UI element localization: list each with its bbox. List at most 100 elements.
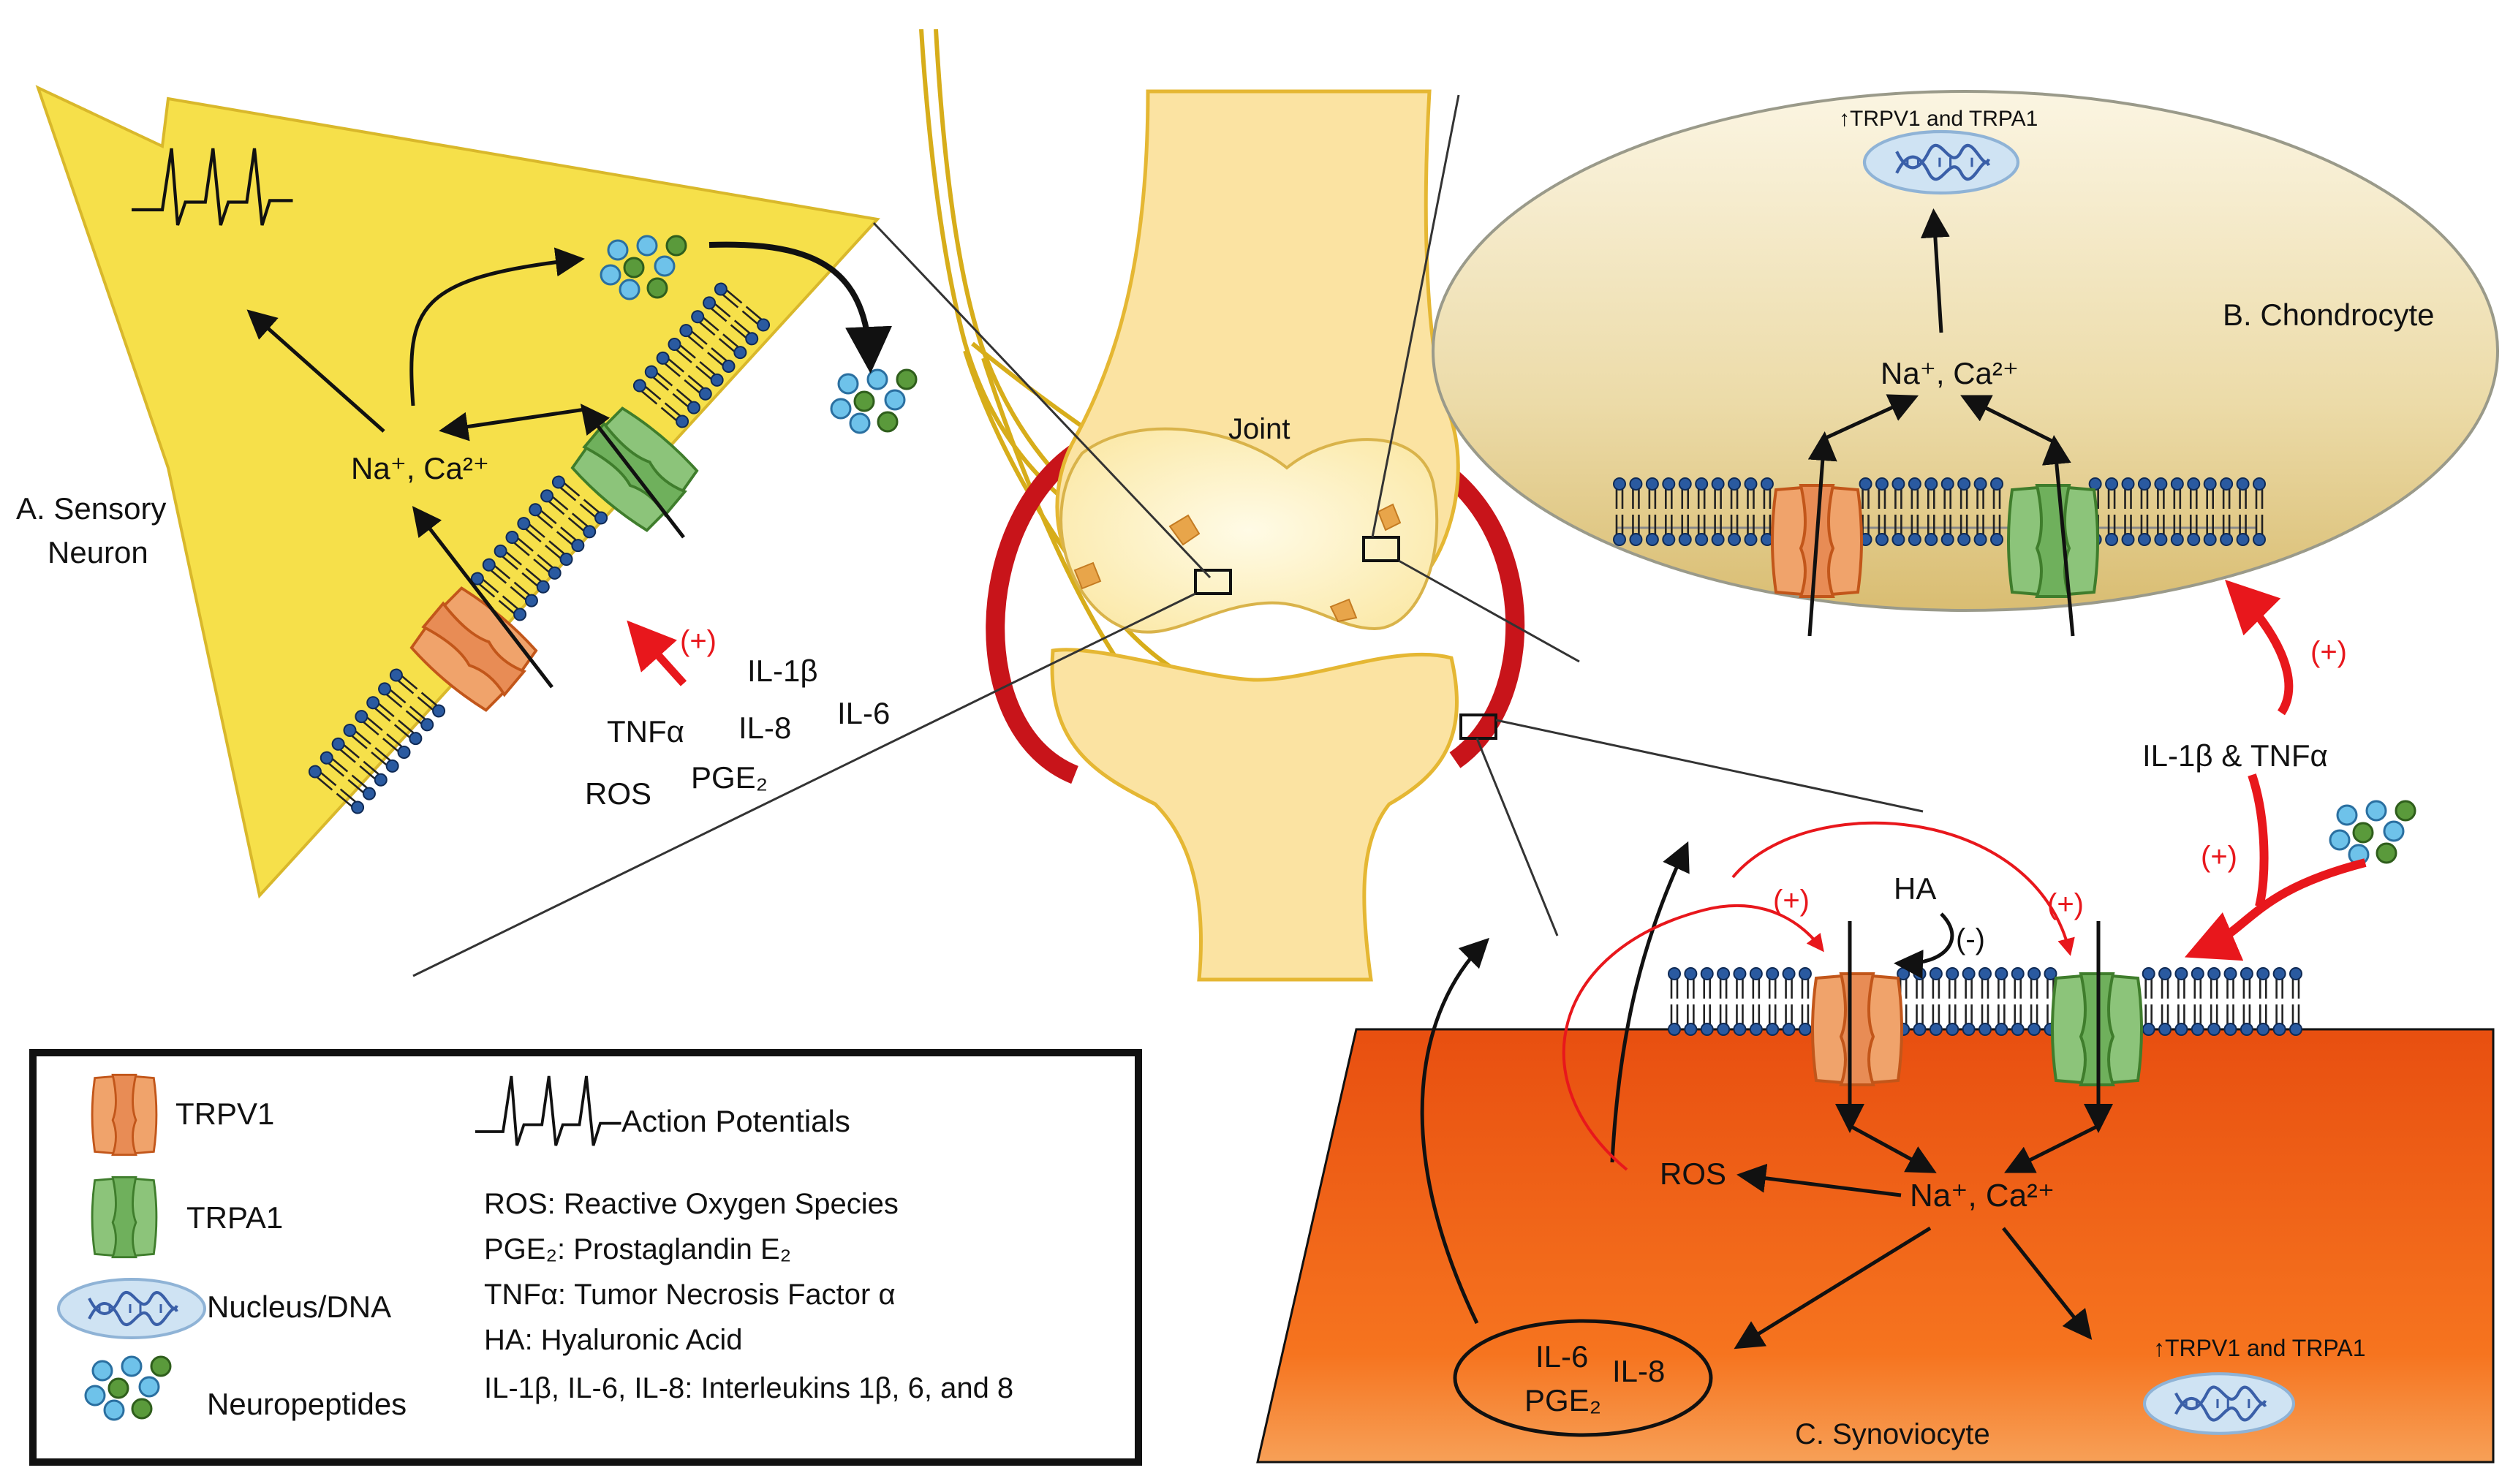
trpa1-channel-chondrocyte [2007, 484, 2099, 598]
trpv1-channel-synoviocyte [1811, 972, 1903, 1086]
arrow-ions-to-nucleus-synoviocyte [2002, 1227, 2093, 1340]
joint-label: Joint [1228, 413, 1290, 445]
legend-def-ros: ROS: Reactive Oxygen Species [484, 1188, 899, 1220]
arrow-mediators-release [1420, 937, 1490, 1325]
arrow-ros-release [1610, 841, 1690, 1163]
arrow-cytokines-to-chondrocyte [2225, 580, 2294, 716]
arrow-ions-to-ros [1736, 1163, 1902, 1197]
phospholipid [2028, 968, 2040, 1035]
legend-action-potentials-label: Action Potentials [621, 1104, 850, 1138]
neuron-plus-label: (+) [680, 625, 717, 657]
mediators-vesicle [1453, 1319, 1713, 1437]
arrow-trpv1-to-ions-neuron [412, 506, 553, 689]
ha-label: HA [1894, 871, 1936, 906]
arrow-ions-to-neuropeptides [409, 247, 585, 406]
neuron-ions-label: Na⁺, Ca²⁺ [351, 451, 489, 485]
legend-trpv1-label: TRPV1 [175, 1097, 274, 1131]
legend-def-pge2: PGE₂: Prostaglandin E₂ [484, 1233, 791, 1265]
synoviocyte-plus-incoming: (+) [2201, 841, 2237, 873]
legend-trpv1-icon [91, 1073, 158, 1156]
legend-def-interleukins: IL-1β, IL-6, IL-8: Interleukins 1β, 6, a… [484, 1372, 1013, 1404]
synoviocyte-ions-label: Na⁺, Ca²⁺ [1910, 1178, 2055, 1214]
legend-def-tnfa: TNFα: Tumor Necrosis Factor α [484, 1279, 896, 1311]
synoviocyte-il8-label: IL-8 [1612, 1354, 1665, 1388]
phospholipid [2225, 968, 2237, 1035]
legend-trpa1-label: TRPA1 [186, 1200, 283, 1235]
phospholipid [2290, 968, 2302, 1035]
sensory-neuron-title-line2: Neuron [48, 535, 148, 569]
arrow-trpa1-to-ions-neuron [439, 407, 586, 442]
arrow-trpv1-to-ions-chondrocyte [1823, 394, 1919, 441]
knee-joint: Joint [919, 29, 1525, 982]
synoviocyte-plus-right: (+) [2047, 888, 2084, 920]
legend: TRPV1 TRPA1 Nucleus/DNA Neuropeptides Ac… [29, 1049, 1142, 1466]
nucleus-chondrocyte [1864, 132, 2018, 193]
neuron-ros-label: ROS [585, 776, 651, 811]
neuron-tnfa-label: TNFα [607, 714, 684, 749]
arrow-ions-to-mediators [1734, 1226, 1932, 1349]
arrow-ions-to-ap [246, 309, 385, 433]
phospholipid [1734, 968, 1745, 1035]
legend-trpa1-icon [91, 1176, 158, 1259]
nucleus-synoviocyte [2144, 1374, 2294, 1434]
arrow-ha-inhibition [1894, 912, 1954, 979]
phospholipid [1979, 968, 1991, 1035]
ros-feedback-arrows [1562, 821, 2075, 1171]
synoviocyte-panel: (+) (+) (+) HA (-) Na⁺, Ca²⁺ ROS IL-6 IL… [1256, 773, 2495, 1464]
legend-nucleus-icon [57, 1278, 206, 1339]
synoviocyte-membrane [1668, 968, 2302, 1035]
zoom-lines [412, 94, 1924, 977]
chondrocyte-panel: ↑TRPV1 and TRPA1 Na⁺, Ca²⁺ B. Chondrocyt… [1432, 90, 2499, 866]
sensory-neuron-title-line1: A. Sensory [16, 491, 166, 526]
phospholipid [1914, 968, 1926, 1035]
arrow-trpa1-to-ions-synoviocyte [2004, 1124, 2100, 1173]
phospholipid [1701, 968, 1713, 1035]
chondrocyte-ions-label: Na⁺, Ca²⁺ [1881, 356, 2019, 390]
synovial-cavity [1059, 427, 1439, 634]
zoom-box-neuron [1194, 569, 1232, 595]
joint-particles [1073, 503, 1402, 623]
phospholipid [2241, 968, 2253, 1035]
synoviocyte-title: C. Synoviocyte [1795, 1418, 1990, 1450]
arrow-cytokines-branch [2248, 773, 2269, 908]
neuron-il8-label: IL-8 [738, 711, 791, 745]
arrow-trpa1-to-ions-chondrocyte [1960, 395, 2056, 444]
phospholipid [2159, 968, 2171, 1035]
phospholipid [2208, 968, 2220, 1035]
legend-box [29, 1049, 1142, 1466]
phospholipid [2257, 968, 2269, 1035]
legend-neuropeptides-label: Neuropeptides [207, 1387, 407, 1421]
neuropeptides-released [830, 368, 918, 434]
sensory-neuron-panel: Na⁺, Ca²⁺ (+) IL-1β IL-8 IL-6 TNFα ROS P… [16, 85, 918, 899]
synoviocyte-plus-left: (+) [1773, 885, 1810, 917]
phospholipid [1930, 968, 1942, 1035]
phospholipid [1799, 968, 1811, 1035]
phospholipid [2192, 968, 2204, 1035]
neuron-il1b-label: IL-1β [747, 654, 818, 688]
il1b-tnfa-stimulus-label: IL-1β & TNFα [2142, 738, 2328, 773]
synoviocyte-ros-label: ROS [1660, 1156, 1726, 1191]
phospholipid [1946, 968, 1958, 1035]
chondrocyte-title: B. Chondrocyte [2223, 298, 2435, 332]
phospholipid [2012, 968, 2024, 1035]
arrow-neuropeptide-release [708, 241, 893, 374]
legend-nucleus-label: Nucleus/DNA [207, 1290, 391, 1324]
phospholipid [2175, 968, 2187, 1035]
neuron-il6-label: IL-6 [837, 696, 890, 730]
chondrocyte-plus-label: (+) [2310, 636, 2347, 668]
arrow-trpv1-to-ions-synoviocyte [1848, 1124, 1937, 1173]
synoviocyte-upregulation-label: ↑TRPV1 and TRPA1 [2153, 1335, 2366, 1361]
phospholipid [1766, 968, 1778, 1035]
phospholipid [1717, 968, 1729, 1035]
synoviocyte-il6-label: IL-6 [1535, 1339, 1588, 1374]
phospholipid [1668, 968, 1680, 1035]
zoom-box-synoviocyte [1459, 713, 1497, 740]
zoom-box-chondrocyte [1362, 536, 1400, 562]
phospholipid [2274, 968, 2286, 1035]
phospholipid [2143, 968, 2155, 1035]
neuropeptides-synoviocyte-source [2329, 800, 2416, 866]
arrow-ions-to-nucleus-chondrocyte [1920, 208, 1950, 333]
synoviocyte-cell [1256, 1028, 2495, 1464]
joint-capsule-left [986, 445, 1081, 784]
